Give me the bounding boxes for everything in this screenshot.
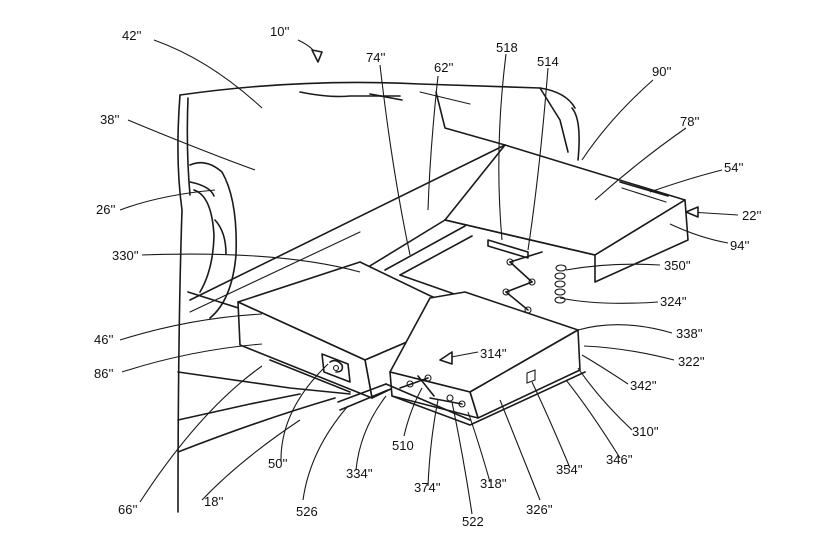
leader-46 [119, 313, 263, 341]
label-342: 342'' [630, 378, 657, 393]
leader-334 [355, 395, 387, 471]
leader-510 [403, 387, 423, 437]
label-26: 26'' [96, 202, 115, 217]
label-354: 354'' [556, 462, 583, 477]
leader-lines [119, 39, 739, 515]
leader-322 [583, 345, 675, 361]
label-522: 522 [462, 514, 484, 529]
leader-66 [139, 365, 263, 503]
leader-518 [498, 53, 507, 241]
leader-354 [531, 381, 571, 469]
label-318: 318'' [480, 476, 507, 491]
leader-94 [669, 223, 729, 244]
label-310: 310'' [632, 424, 659, 439]
label-94: 94'' [730, 238, 749, 253]
drawer-handle [321, 353, 351, 383]
lower-linkage [399, 374, 466, 408]
leader-86 [121, 343, 263, 373]
label-514: 514 [537, 54, 559, 69]
label-62: 62'' [434, 60, 453, 75]
leader-62 [427, 75, 439, 211]
figure-arrow [297, 39, 323, 63]
label-38: 38'' [100, 112, 119, 127]
label-46: 46'' [94, 332, 113, 347]
label-526: 526 [296, 504, 318, 519]
leader-526 [302, 405, 349, 501]
label-90: 90'' [652, 64, 671, 79]
label-346: 346'' [606, 452, 633, 467]
label-326: 326'' [526, 502, 553, 517]
label-50: 50'' [268, 456, 287, 471]
label-54: 54'' [724, 160, 743, 175]
leader-78 [594, 127, 687, 201]
label-18: 18'' [204, 494, 223, 509]
leader-18 [201, 419, 301, 501]
label-334: 334'' [346, 466, 373, 481]
leader-326 [499, 399, 541, 501]
leader-310 [577, 367, 633, 431]
leader-26 [119, 189, 216, 211]
leader-74 [379, 64, 411, 256]
leader-330 [141, 253, 361, 273]
label-350: 350'' [664, 258, 691, 273]
label-42: 42'' [122, 28, 141, 43]
leader-374 [427, 399, 439, 487]
leader-350 [565, 263, 661, 271]
leader-54 [649, 169, 723, 193]
upper-linkage [487, 239, 543, 314]
leader-318 [467, 411, 491, 483]
leader-514 [527, 67, 549, 251]
reference-labels: 10'' 42'' 74'' 62'' 518 514 90'' 78'' 38… [94, 24, 761, 529]
leader-342 [581, 354, 629, 385]
upper-drawer [444, 144, 689, 283]
leader-324 [559, 297, 659, 304]
wheel-well [189, 161, 238, 319]
leader-38 [127, 119, 256, 171]
leader-338 [577, 324, 673, 334]
coil-spring [554, 264, 567, 304]
label-518: 518 [496, 40, 518, 55]
label-510: 510 [392, 438, 414, 453]
label-figure-ref: 10'' [270, 24, 289, 39]
label-78: 78'' [680, 114, 699, 129]
label-338: 338'' [676, 326, 703, 341]
label-22: 22'' [742, 208, 761, 223]
leader-522 [451, 401, 473, 515]
leader-42 [153, 39, 263, 109]
label-374: 374'' [414, 480, 441, 495]
label-74: 74'' [366, 50, 385, 65]
label-324: 324'' [660, 294, 687, 309]
label-314: 314'' [480, 346, 507, 361]
label-86: 86'' [94, 366, 113, 381]
leader-50 [280, 363, 329, 463]
vehicle-body [177, 81, 580, 513]
label-66: 66'' [118, 502, 137, 517]
label-330: 330'' [112, 248, 139, 263]
leader-346 [565, 379, 621, 459]
label-322: 322'' [678, 354, 705, 369]
leader-90 [581, 79, 654, 161]
